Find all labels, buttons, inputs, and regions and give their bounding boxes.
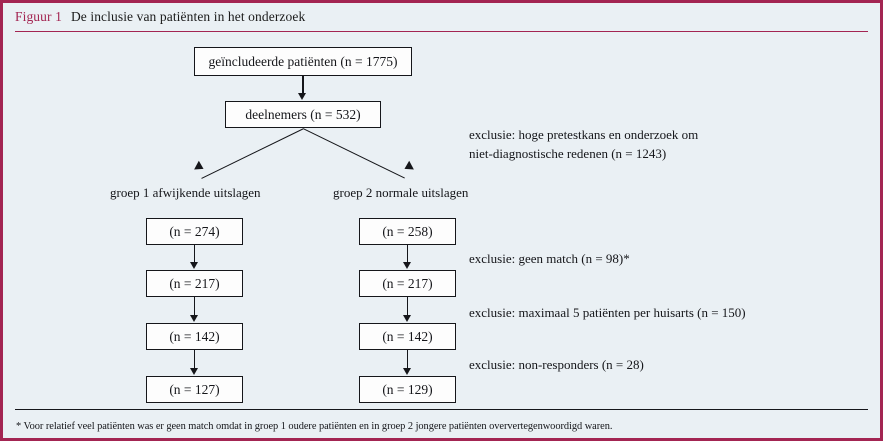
group-label-2: groep 2 normale uitslagen — [333, 185, 469, 200]
figure-caption: De inclusie van patiënten in het onderzo… — [70, 9, 306, 24]
connector-group1-step2-step3 — [193, 297, 196, 315]
arrow-group2-step1-step2 — [402, 262, 411, 269]
footer-divider — [15, 408, 868, 410]
exclusion-note-1-line1: exclusie: hoge pretestkans en onderzoek … — [469, 127, 699, 142]
connector-participants-to-group1 — [201, 128, 304, 179]
box-group2-step2-label: (n = 217) — [382, 275, 433, 291]
arrow-participants-to-group2 — [402, 160, 414, 174]
arrow-group2-step2-step3 — [402, 315, 411, 322]
figure-number: Figuur 1 — [15, 9, 62, 24]
header-divider — [15, 31, 868, 32]
exclusion-note-3-line1: exclusie: maximaal 5 patiënten per huisa… — [469, 305, 746, 320]
box-group2-step3: (n = 142) — [359, 323, 456, 350]
box-group2-step1: (n = 258) — [359, 218, 456, 245]
box-group2-step4: (n = 129) — [359, 376, 456, 403]
box-group1-step2-label: (n = 217) — [169, 275, 220, 291]
box-participants-label: deelnemers (n = 532) — [245, 106, 361, 122]
box-included-patients: geïncludeerde patiënten (n = 1775) — [194, 47, 412, 76]
box-group2-step3-label: (n = 142) — [382, 328, 433, 344]
exclusion-note-1-line2: niet-diagnostische redenen (n = 1243) — [469, 146, 667, 161]
box-group2-step1-label: (n = 258) — [382, 223, 433, 239]
connector-included-to-participants — [302, 76, 304, 94]
arrow-participants-to-group1 — [194, 160, 206, 174]
exclusion-note-2-line1: exclusie: geen match (n = 98)* — [469, 251, 630, 266]
box-group1-step1: (n = 274) — [146, 218, 243, 245]
box-group2-step2: (n = 217) — [359, 270, 456, 297]
connector-group2-step3-step4 — [406, 350, 409, 368]
exclusion-note-4: exclusie: non-responders (n = 28) — [469, 355, 644, 374]
box-group1-step4: (n = 127) — [146, 376, 243, 403]
exclusion-note-3: exclusie: maximaal 5 patiënten per huisa… — [469, 303, 746, 322]
connector-group2-step1-step2 — [406, 245, 409, 262]
box-participants: deelnemers (n = 532) — [225, 101, 381, 128]
connector-group2-step2-step3 — [406, 297, 409, 315]
box-group1-step3-label: (n = 142) — [169, 328, 220, 344]
box-included-patients-label: geïncludeerde patiënten (n = 1775) — [208, 53, 398, 69]
figure-header: Figuur 1 De inclusie van patiënten in het… — [3, 3, 880, 32]
group-label-1: groep 1 afwijkende uitslagen — [110, 185, 261, 200]
arrow-group1-step3-step4 — [189, 368, 198, 375]
connector-group1-step1-step2 — [193, 245, 196, 262]
arrow-group1-step1-step2 — [189, 262, 198, 269]
connector-participants-to-group2 — [302, 128, 405, 179]
connector-group1-step3-step4 — [193, 350, 196, 368]
figure-footnote: * Voor relatief veel patiënten was er ge… — [16, 421, 613, 432]
figure-title-line: Figuur 1 De inclusie van patiënten in het… — [15, 9, 305, 25]
box-group2-step4-label: (n = 129) — [382, 381, 433, 397]
arrow-included-to-participants — [298, 93, 307, 100]
arrow-group2-step3-step4 — [402, 368, 411, 375]
box-group1-step3: (n = 142) — [146, 323, 243, 350]
exclusion-note-4-line1: exclusie: non-responders (n = 28) — [469, 357, 644, 372]
box-group1-step4-label: (n = 127) — [169, 381, 220, 397]
arrow-group1-step2-step3 — [189, 315, 198, 322]
box-group1-step2: (n = 217) — [146, 270, 243, 297]
box-group1-step1-label: (n = 274) — [169, 223, 220, 239]
exclusion-note-1: exclusie: hoge pretestkans en onderzoek … — [469, 125, 698, 163]
exclusion-note-2: exclusie: geen match (n = 98)* — [469, 249, 630, 268]
